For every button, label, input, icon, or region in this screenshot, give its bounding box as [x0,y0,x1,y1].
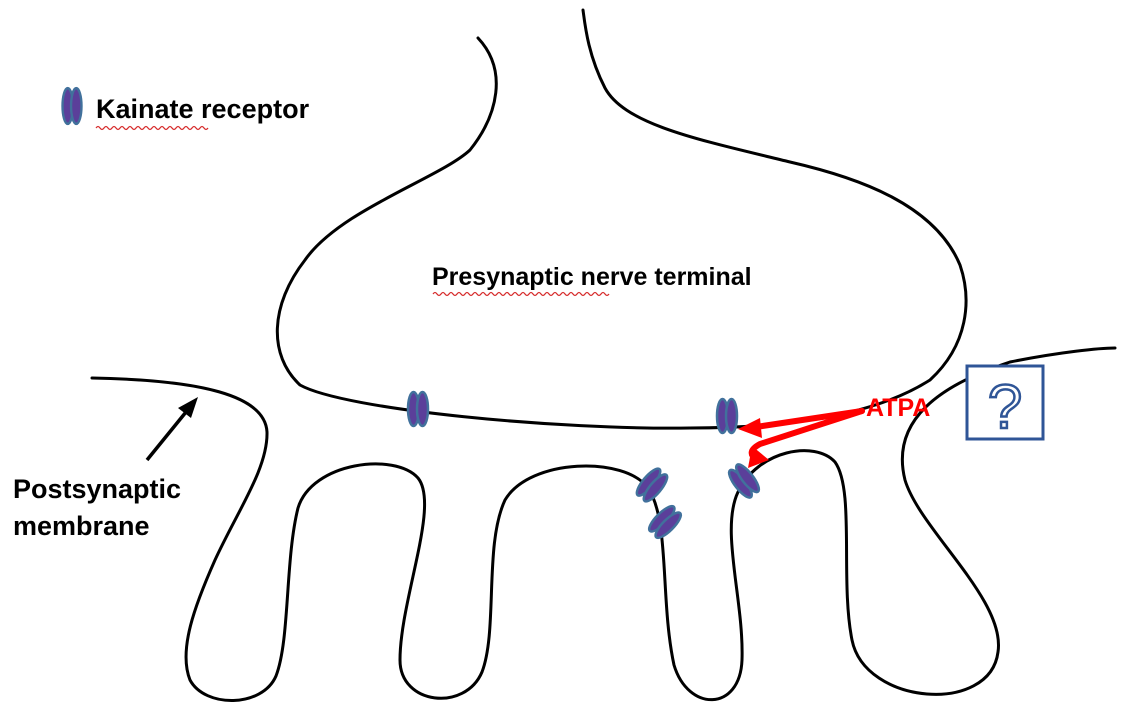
postsynaptic-membrane [92,348,1115,701]
postsynaptic-label-line2: membrane [13,511,150,541]
postsynaptic-label-line1: Postsynaptic [13,474,181,504]
kainate-receptor-postsynaptic-upper [633,466,670,505]
postsynaptic-pointer-arrow [147,397,198,460]
question-mark-icon: ? [988,373,1022,442]
atpa-label: ATPA [866,394,930,422]
kainate-receptor-presynaptic-right [717,399,737,433]
atpa-arrows [738,411,862,468]
legend-label: Kainate receptor [96,94,310,124]
presynaptic-label: Presynaptic nerve terminal [432,263,752,291]
spellcheck-underline [433,293,609,296]
kainate-receptor-postsynaptic-lower [646,503,684,541]
unknown-mechanism-box: ? [967,366,1043,442]
presynaptic-membrane [277,10,966,428]
legend: Kainate receptor [63,88,310,129]
spellcheck-underline [96,127,208,130]
kainate-receptor-presynaptic-left [408,392,428,426]
kainate-receptor-icon [63,88,82,124]
atpa-arrowhead-presynaptic [738,418,762,438]
